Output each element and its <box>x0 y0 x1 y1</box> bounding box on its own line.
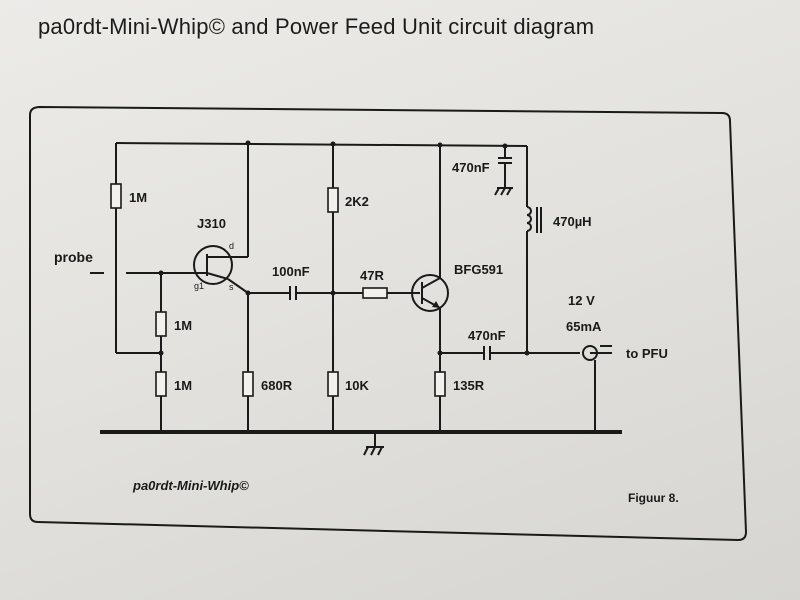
label-12v: 12 V <box>568 293 595 308</box>
coax-connector-icon <box>582 345 612 361</box>
label-135r: 135R <box>453 378 485 393</box>
label-65ma: 65mA <box>566 319 602 334</box>
resistor-1m-top <box>110 183 122 209</box>
label-470uh: 470µH <box>553 214 592 229</box>
label-680r: 680R <box>261 378 293 393</box>
label-470nf-top: 470nF <box>452 160 490 175</box>
fet-j310-body <box>193 245 233 285</box>
label-j310: J310 <box>197 216 226 231</box>
source-wire <box>227 278 249 294</box>
label-fet-drain: d <box>229 241 234 251</box>
inductor-470uh <box>526 206 532 232</box>
footer-figure: Figuur 8. <box>628 491 679 505</box>
junction-output <box>524 350 530 356</box>
label-470nf-out: 470nF <box>468 328 506 343</box>
label-1m-bottom: 1M <box>174 378 192 393</box>
junction-top-bias <box>330 141 336 147</box>
transistor-emitter-arrow <box>432 301 440 308</box>
transistor-bfg591-body <box>411 274 449 312</box>
resistor-1m-bottom <box>155 371 167 397</box>
junction-gate <box>158 270 164 276</box>
junction-top-collector <box>437 142 443 148</box>
label-probe: probe <box>54 249 93 265</box>
diagram-frame <box>29 105 748 542</box>
transistor-collector-lead <box>421 277 441 289</box>
label-fet-gate: g1 <box>194 281 204 291</box>
resistor-47r <box>362 287 388 299</box>
fet-source-lead <box>206 272 229 280</box>
ground-symbol-main <box>363 432 384 456</box>
label-2k2: 2K2 <box>345 194 369 209</box>
footer-name: pa0rdt-Mini-Whip© <box>132 478 249 493</box>
junction-top-drain <box>245 140 251 146</box>
label-10k: 10K <box>345 378 369 393</box>
label-1m-mid: 1M <box>174 318 192 333</box>
label-47r: 47R <box>360 268 384 283</box>
resistor-680r <box>242 371 254 397</box>
label-100nf: 100nF <box>272 264 310 279</box>
ground-symbol-top <box>494 187 513 196</box>
label-bfg591: BFG591 <box>454 262 503 277</box>
page-title: pa0rdt-Mini-Whip© and Power Feed Unit ci… <box>38 14 595 39</box>
label-to-pfu: to PFU <box>626 346 668 361</box>
resistor-135r <box>434 371 446 397</box>
resistor-10k <box>327 371 339 397</box>
top-rail <box>115 142 528 147</box>
junction-divider <box>158 350 164 356</box>
label-1m-top: 1M <box>129 190 147 205</box>
resistor-1m-mid <box>155 311 167 337</box>
label-fet-source: s <box>229 282 234 292</box>
resistor-2k2 <box>327 187 339 213</box>
